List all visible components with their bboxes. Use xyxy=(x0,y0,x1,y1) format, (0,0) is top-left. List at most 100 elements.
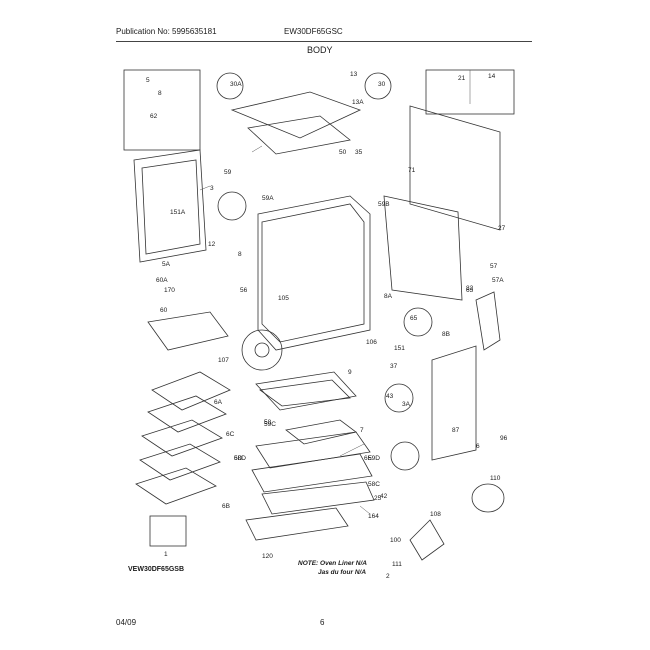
model-badge: VEW30DF65GSB xyxy=(128,566,185,573)
callout-107: 107 xyxy=(218,357,229,364)
callout-151a: 151A xyxy=(170,209,186,216)
callout-25: 25 xyxy=(374,495,382,502)
callout-7: 7 xyxy=(360,427,364,434)
callout-30a: 30A xyxy=(230,81,242,88)
callout-3: 3 xyxy=(210,185,214,192)
callout-59c: 59C xyxy=(264,421,276,428)
oven-door xyxy=(431,345,477,461)
model-number: EW30DF65GSC xyxy=(284,27,343,36)
callout-108: 108 xyxy=(430,511,441,518)
callout-100: 100 xyxy=(390,537,401,544)
oven-bottom xyxy=(255,371,357,411)
drawer-body xyxy=(261,481,375,515)
callout-62: 62 xyxy=(150,113,158,120)
callout-111: 111 xyxy=(392,561,402,568)
callout-71: 71 xyxy=(408,167,416,174)
callout-42: 42 xyxy=(380,493,388,500)
callout-106: 106 xyxy=(366,339,377,346)
callout-164: 164 xyxy=(368,513,379,520)
section-title: BODY xyxy=(307,45,333,55)
callout-12: 12 xyxy=(208,241,216,248)
broil-element xyxy=(147,311,229,351)
callout-60a: 60A xyxy=(156,277,168,284)
callout-87: 87 xyxy=(452,427,460,434)
callout-13: 13 xyxy=(350,71,358,78)
note-line-1: NOTE: Oven Liner N/A xyxy=(298,560,367,567)
callout-3a: 3A xyxy=(402,401,411,408)
callout-56: 56 xyxy=(240,287,248,294)
callout-8: 8 xyxy=(158,90,162,97)
convection-motor xyxy=(471,483,505,513)
convection-fan xyxy=(241,329,283,371)
bubble-30 xyxy=(364,72,392,100)
callout-59b: 59B xyxy=(378,201,390,208)
callout-6c: 6C xyxy=(226,431,235,438)
callout-6: 6 xyxy=(476,443,480,450)
bubble-5a xyxy=(390,441,420,471)
callout-59: 59 xyxy=(224,169,232,176)
oven-rack-2 xyxy=(147,395,227,433)
callout-6b: 6B xyxy=(222,503,230,510)
callout-2: 2 xyxy=(386,573,390,580)
callout-6d: 6D xyxy=(234,455,243,462)
callout-110: 110 xyxy=(490,475,501,482)
side-panel xyxy=(133,149,207,263)
callout-27: 27 xyxy=(498,225,506,232)
detail-box-90 xyxy=(149,515,187,547)
bubble-43 xyxy=(384,383,414,413)
callout-151: 151 xyxy=(394,345,405,352)
callout-59a: 59A xyxy=(262,195,274,202)
callout-43: 43 xyxy=(386,393,394,400)
callout-58c: 58C xyxy=(368,481,380,488)
top-panel xyxy=(230,91,362,139)
callout-9: 9 xyxy=(348,369,352,376)
callout-59d: 59D xyxy=(368,455,380,462)
callout-60: 60 xyxy=(160,307,168,314)
callout-35: 35 xyxy=(355,149,363,156)
oven-rack-5 xyxy=(135,467,217,505)
callout-105: 105 xyxy=(278,295,289,302)
page-number: 6 xyxy=(320,618,325,627)
callout-8: 8 xyxy=(238,251,242,258)
callout-57a: 57A xyxy=(492,277,504,284)
footer-date: 04/09 xyxy=(116,618,137,627)
callout-1: 1 xyxy=(164,551,168,558)
callout-57: 57 xyxy=(490,263,498,270)
bubble-82 xyxy=(403,307,433,337)
callout-96: 96 xyxy=(500,435,508,442)
callout-8a: 8A xyxy=(384,293,393,300)
callout-6a: 6A xyxy=(214,399,223,406)
callout-30: 30 xyxy=(378,81,386,88)
callout-65: 65 xyxy=(410,315,418,322)
callout-58d: 58D xyxy=(234,455,246,462)
callout-120: 120 xyxy=(262,553,273,560)
callout-82: 82 xyxy=(466,285,474,292)
callout-13a: 13A xyxy=(352,99,364,106)
note-line-2: Jas du four N/A xyxy=(318,569,367,576)
callout-6e: 6E xyxy=(364,455,373,462)
callout-37: 37 xyxy=(390,363,398,370)
element-cord xyxy=(475,291,501,351)
header-rule xyxy=(116,41,532,42)
callout-8b: 8B xyxy=(442,331,450,338)
callout-58: 58 xyxy=(264,419,272,426)
wiring-detail-box xyxy=(123,69,201,151)
callout-5a: 5A xyxy=(162,261,171,268)
bubble-12 xyxy=(217,191,247,221)
callout-63: 63 xyxy=(466,287,474,294)
bubble-30a xyxy=(216,72,244,100)
callout-50: 50 xyxy=(339,149,347,156)
callout-21: 21 xyxy=(458,75,466,82)
callout-5: 5 xyxy=(146,77,150,84)
publication-number: Publication No: 5995635181 xyxy=(116,27,217,36)
oven-rack-4 xyxy=(139,443,221,481)
callout-14: 14 xyxy=(488,73,496,80)
oven-rack-1 xyxy=(151,371,231,411)
callout-170: 170 xyxy=(164,287,175,294)
drawer-front xyxy=(255,431,371,469)
oven-rack-3 xyxy=(141,419,223,457)
fan-blade xyxy=(409,519,445,561)
back-panel xyxy=(409,105,501,231)
